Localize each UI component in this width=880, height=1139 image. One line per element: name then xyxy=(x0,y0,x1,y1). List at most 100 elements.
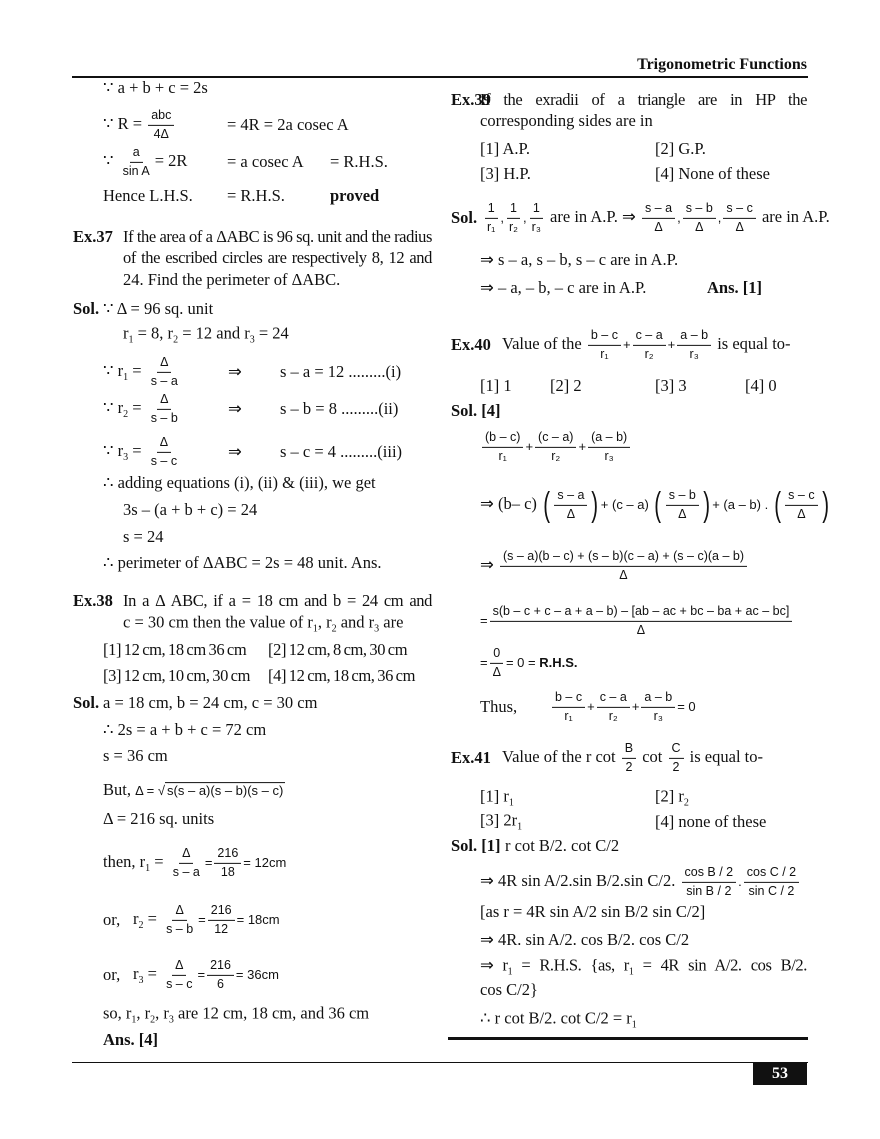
text-run: ∵ Δ = 96 sq. unit xyxy=(103,299,214,319)
text-run: or, xyxy=(103,910,121,930)
math-text: , xyxy=(717,209,722,225)
text-run: [4] 12 cm, 18 cm, 36 cm xyxy=(268,666,416,686)
denominator: r₁ xyxy=(600,346,609,361)
math-text: + xyxy=(525,438,534,454)
text-run: In a Δ ABC, if a = 18 cm and b = 24 cm a… xyxy=(123,591,432,611)
text-run: ⇒ s – a, s – b, s – c are in A.P. xyxy=(480,250,679,270)
text-run: = R.H.S. xyxy=(330,152,388,172)
right-line-6-part-1: Ans. [1] xyxy=(707,278,762,298)
denominator: Δ xyxy=(636,622,646,637)
bold-label: Ans. [4] xyxy=(103,1030,159,1050)
text-run: s – b = 8 .........(ii) xyxy=(280,399,399,419)
text-run: = xyxy=(143,908,162,928)
numerator: C xyxy=(668,741,684,759)
left-line-15-part-0: ∴ perimeter of ΔABC = 2s = 48 unit. Ans. xyxy=(103,553,382,573)
text-run: = xyxy=(128,440,146,460)
subscript: 1 xyxy=(507,966,513,978)
fraction: (a – b)r₃ xyxy=(588,430,631,464)
text-run: Value of the r cot xyxy=(502,746,620,766)
right-line-0-part-1: If the exradii of a triangle are in HP t… xyxy=(480,90,807,110)
denominator: 18 xyxy=(220,864,235,879)
numerator: (a – b) xyxy=(588,430,631,448)
denominator: 12 xyxy=(214,921,229,936)
denominator: s – c xyxy=(150,453,178,468)
text-run: = 24 xyxy=(254,323,289,343)
numerator: b – c xyxy=(552,690,586,708)
denominator: Δ xyxy=(678,506,687,521)
left-line-17-part-0: c = 30 cm then the value of r1, r2 and r… xyxy=(123,613,403,636)
subscript: 3 xyxy=(168,1014,174,1026)
fraction: (s – a)(b – c) + (s – b)(c – a) + (s – c… xyxy=(499,549,747,583)
numerator: 1 xyxy=(507,201,520,219)
text-run: Thus, xyxy=(480,697,518,717)
text-run: Hence L.H.S. xyxy=(103,186,193,206)
math-text: = xyxy=(197,966,206,982)
text-run: = 12 and r xyxy=(178,323,250,343)
math-text: + xyxy=(622,336,631,352)
numerator: Δ xyxy=(156,435,172,453)
math-text: = 0 = xyxy=(505,654,540,670)
subscript: 2 xyxy=(173,334,179,346)
numerator: 216 xyxy=(207,903,235,921)
text-run: But, xyxy=(103,780,136,800)
left-line-26-part-0: or, xyxy=(103,910,120,930)
right-line-8-part-2: [3] 3 xyxy=(655,376,687,396)
numerator: s – b xyxy=(665,488,699,506)
text-run: ∵ r xyxy=(103,440,124,460)
text-run: so, r xyxy=(103,1003,132,1023)
right-line-3-part-0: [3] H.P. xyxy=(480,164,531,184)
left-line-11-part-1: ⇒ xyxy=(228,442,242,462)
left-line-6-part-0: 24. Find the perimeter of ΔABC. xyxy=(123,270,340,290)
subscript: 2 xyxy=(683,797,689,809)
denominator: 2 xyxy=(672,759,680,774)
left-line-23-part-0: But, Δ = √s(s – a)(s – b)(s – c) xyxy=(103,780,286,800)
denominator: Δ xyxy=(566,506,576,521)
text-run: is equal to- xyxy=(685,746,763,766)
text-run: = 2R xyxy=(154,150,188,170)
bold-label: Ans. [1] xyxy=(707,278,763,298)
math-text: + (c – a) xyxy=(600,496,653,512)
numerator: 0 xyxy=(490,646,504,664)
radicand: s(s – a)(s – b)(s – c) xyxy=(165,782,286,799)
text-run: [3] 2r xyxy=(480,810,518,830)
text-run: , r xyxy=(155,1003,169,1023)
text-run: [2] 2 xyxy=(550,376,582,396)
denominator: r₂ xyxy=(608,708,618,723)
numerator: a – b xyxy=(677,328,712,346)
denominator: r₃ xyxy=(531,219,541,234)
right-line-18-part-0: [3] 2r1 xyxy=(480,811,522,834)
math-text: Δ = xyxy=(135,783,158,799)
text-run: [1] 1 xyxy=(480,376,512,396)
left-line-27-part-0: or, xyxy=(103,965,120,985)
text-run: are in A.P. xyxy=(757,206,830,226)
fraction: (c – a)r₂ xyxy=(535,430,577,464)
text-run: [as r = 4R sin A/2 sin B/2 sin C/2] xyxy=(480,902,706,922)
bold-label: Sol. xyxy=(73,693,100,713)
text-run: ⇒ xyxy=(228,442,242,462)
text-run: are 12 cm, 18 cm, and 36 cm xyxy=(173,1003,370,1023)
text-run: ⇒ xyxy=(228,362,242,382)
math-text: , xyxy=(523,209,527,225)
subscript: 1 xyxy=(517,821,523,833)
header-rule xyxy=(72,76,808,78)
text-run: ⇒ 4R. sin A/2. cos B/2. cos C/2 xyxy=(480,930,690,950)
left-line-10-part-1: ⇒ xyxy=(228,399,242,419)
right-line-3-part-1: [4] None of these xyxy=(655,164,770,184)
numerator: 216 xyxy=(207,958,234,976)
